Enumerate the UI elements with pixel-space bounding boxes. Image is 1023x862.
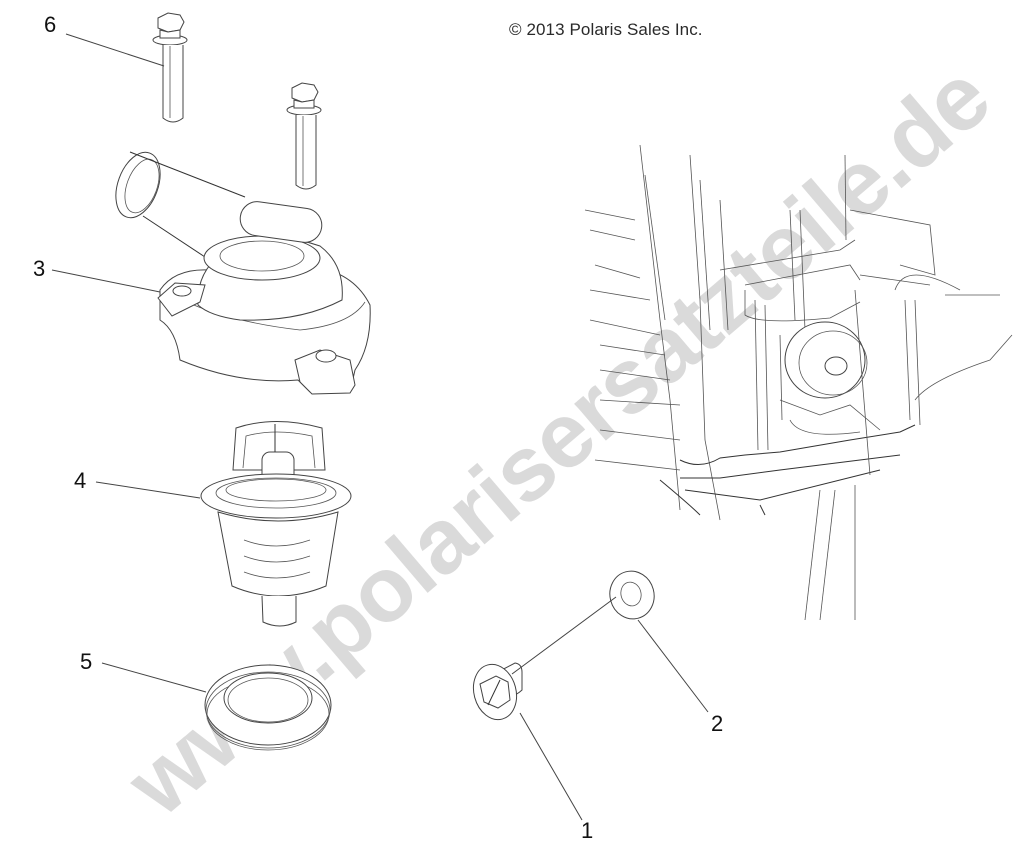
leader-lines xyxy=(51,33,709,821)
housing-3-drawing xyxy=(115,151,371,395)
callout-2: 2 xyxy=(711,711,724,736)
bolt-6-left-drawing xyxy=(152,12,188,123)
callout-5: 5 xyxy=(80,649,93,674)
thermostat-4-drawing xyxy=(200,421,352,627)
screw-1-drawing xyxy=(472,662,523,721)
callout-3: 3 xyxy=(33,256,46,281)
washer-2-drawing xyxy=(609,570,655,620)
bolt-6-right-drawing xyxy=(286,82,322,190)
seal-ring-5-drawing xyxy=(204,664,332,751)
callout-6: 6 xyxy=(44,12,57,37)
copyright-notice: © 2013 Polaris Sales Inc. xyxy=(509,20,703,39)
engine-casing-drawing xyxy=(584,144,1013,621)
callout-4: 4 xyxy=(74,468,87,493)
callout-1: 1 xyxy=(581,818,594,843)
